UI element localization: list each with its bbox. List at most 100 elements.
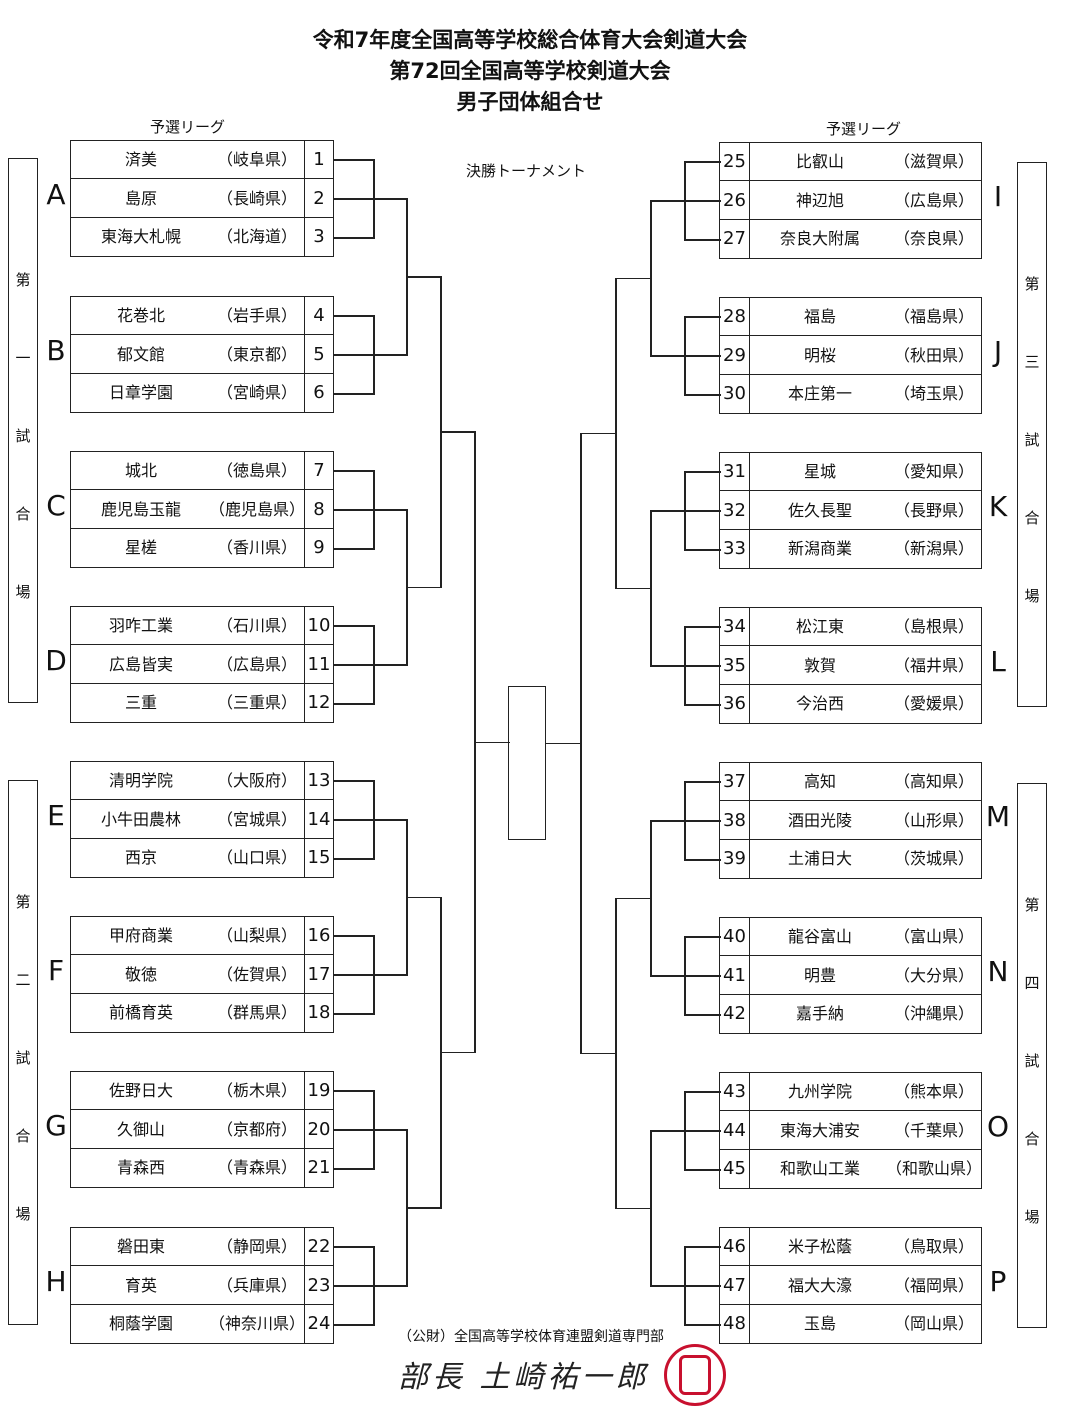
school-name: 松江東 (795, 617, 844, 636)
school-name: 和歌山工業 (779, 1159, 860, 1178)
league-label-right: 予選リーグ (826, 120, 902, 138)
group-letter-i: I (993, 180, 1003, 213)
bracket-line (615, 1207, 652, 1210)
bracket-line (334, 393, 375, 395)
team-row: 佐久長聖（長野県）32 (720, 492, 981, 530)
team-row: 西京（山口県）15 (71, 839, 333, 877)
prefecture: （大分県） (893, 965, 974, 985)
bracket-line (406, 586, 442, 589)
team-row: 広島皆実（広島県）11 (71, 646, 333, 684)
organization-credit: （公財）全国高等学校体育連盟剣道専門部 (398, 1329, 664, 1345)
team-row: 明桜（秋田県）29 (720, 337, 981, 375)
team-number: 35 (723, 654, 746, 676)
prefecture: （東京都） (216, 344, 297, 364)
group-letter-d: D (45, 644, 67, 677)
prefecture: （香川県） (216, 538, 297, 557)
team-row: 清明学院（大阪府）13 (71, 762, 333, 800)
bracket-line (474, 741, 510, 744)
title-line-2: 第72回全国高等学校剣道大会 (389, 59, 671, 83)
team-number: 7 (313, 460, 325, 481)
prefecture: （広島県） (893, 190, 974, 210)
prefecture: （京都府） (216, 1119, 297, 1139)
bracket-line (334, 1129, 408, 1131)
bracket-line (334, 198, 408, 200)
prefecture: （島根県） (893, 617, 974, 636)
column-separator (749, 608, 750, 723)
prefecture: （宮崎県） (216, 383, 297, 402)
bracket-line (684, 316, 721, 318)
team-row: 酒田光陵（山形県）38 (720, 802, 981, 840)
team-number: 2 (313, 187, 325, 209)
team-number: 48 (723, 1313, 746, 1334)
column-separator (749, 918, 750, 1033)
bracket-line (615, 277, 652, 280)
group-letter-l: L (990, 645, 1006, 678)
prefecture: （福島県） (893, 307, 974, 326)
school-name: 佐野日大 (108, 1081, 173, 1100)
team-row: 福大大濠（福岡県）47 (720, 1267, 981, 1305)
school-name: 羽咋工業 (108, 616, 173, 635)
school-name: 星城 (803, 462, 836, 481)
prefecture: （宮城県） (216, 809, 297, 829)
bracket-line (684, 1324, 721, 1326)
column-separator (304, 452, 305, 567)
prefecture: （徳島県） (216, 461, 297, 480)
team-row: 奈良大附属（奈良県）27 (720, 220, 981, 258)
school-name: 東海大浦安 (779, 1120, 860, 1140)
school-name: 土浦日大 (787, 849, 852, 868)
bracket-line (650, 355, 721, 357)
team-number: 10 (307, 615, 331, 636)
team-number: 3 (313, 226, 325, 247)
bracket-line (684, 781, 721, 783)
school-name: 小牛田農林 (100, 809, 181, 829)
team-row: 甲府商業（山梨県）16 (71, 917, 333, 955)
group-letter-a: A (46, 178, 66, 211)
venue-4-char: 試 (1024, 1052, 1040, 1070)
school-name: 青森西 (116, 1158, 165, 1177)
team-row: 嘉手納（沖縄県）42 (720, 995, 981, 1033)
school-name: 三重 (124, 693, 157, 712)
group-letter-j: J (993, 335, 1003, 368)
prefecture: （岩手県） (216, 306, 297, 325)
school-name: 高知 (803, 772, 836, 791)
team-number: 44 (723, 1119, 746, 1141)
team-row: 和歌山工業（和歌山県）45 (720, 1150, 982, 1188)
group-letter-e: E (47, 799, 65, 832)
school-name: 酒田光陵 (787, 810, 852, 830)
title-line-1: 令和7年度全国高等学校総合体育大会剣道大会 (312, 28, 748, 52)
school-name: 磐田東 (116, 1237, 165, 1256)
bracket-line (650, 975, 721, 977)
team-number: 30 (723, 383, 746, 404)
prefecture: （和歌山県） (885, 1159, 982, 1178)
prefecture: （栃木県） (216, 1081, 297, 1100)
bracket-line (546, 742, 582, 745)
school-name: 星槎 (124, 538, 157, 557)
group-letter-o: O (986, 1110, 1010, 1143)
team-row: 今治西（愛媛県）36 (720, 685, 981, 723)
team-row: 小牛田農林（宮城県）14 (71, 801, 333, 839)
venue-3-char: 合 (1024, 509, 1040, 527)
team-row: 龍谷富山（富山県）40 (720, 918, 981, 956)
bracket-line (334, 780, 375, 782)
team-row: 土浦日大（茨城県）39 (720, 840, 981, 878)
team-row: 東海大札幌（北海道）3 (71, 218, 333, 256)
bracket-line (650, 820, 721, 822)
team-number: 8 (313, 498, 325, 520)
bracket-line (615, 897, 652, 900)
column-separator (304, 607, 305, 722)
prefecture: （埼玉県） (893, 384, 974, 403)
team-number: 46 (723, 1236, 746, 1257)
team-row: 新潟商業（新潟県）33 (720, 530, 981, 568)
team-number: 47 (723, 1274, 746, 1296)
school-name: 花巻北 (116, 306, 165, 325)
team-row: 三重（三重県）12 (71, 684, 333, 722)
team-row: 磐田東（静岡県）22 (71, 1228, 333, 1266)
team-number: 43 (723, 1081, 746, 1102)
team-number: 12 (307, 692, 331, 713)
